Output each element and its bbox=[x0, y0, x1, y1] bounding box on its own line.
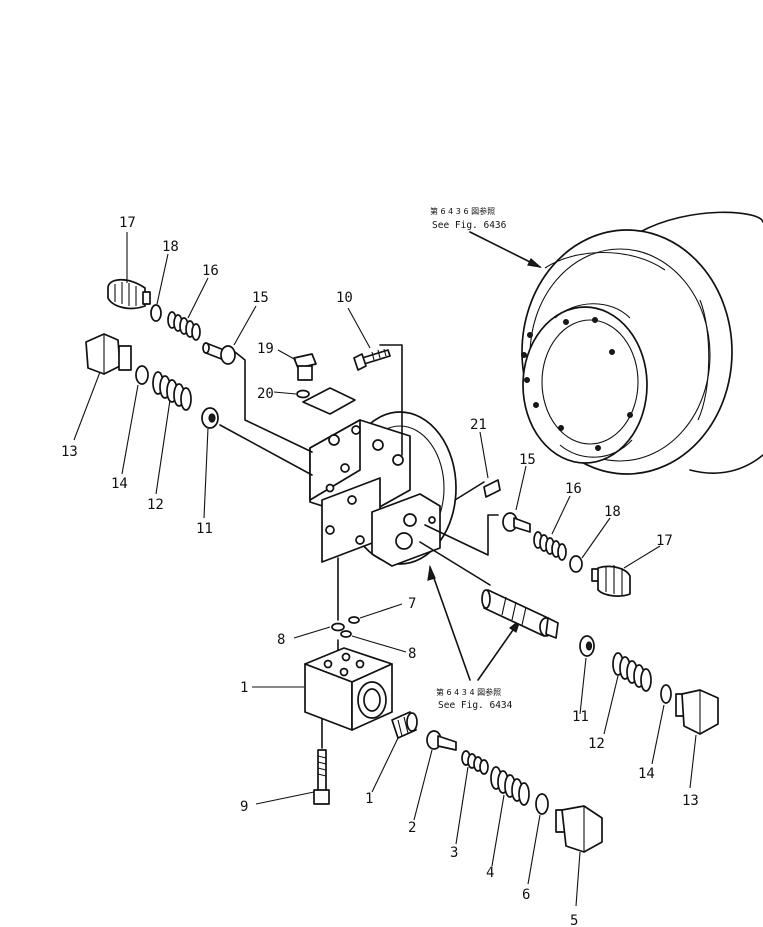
spool bbox=[481, 589, 559, 639]
svg-text:第 6 4 3 6 図参照: 第 6 4 3 6 図参照 bbox=[430, 206, 495, 216]
part-15-poppet-lower bbox=[502, 512, 531, 533]
part-12-spring-upper bbox=[152, 371, 192, 411]
label-3: 3 bbox=[450, 845, 458, 861]
part-17-plug-lower bbox=[591, 565, 631, 597]
part-15-poppet-upper bbox=[202, 342, 236, 365]
part-18-oring-upper bbox=[150, 304, 162, 322]
label-21: 21 bbox=[470, 417, 487, 433]
part-20-oring bbox=[296, 389, 310, 399]
label-12-right: 12 bbox=[588, 736, 605, 752]
label-16-right: 16 bbox=[565, 481, 582, 497]
label-14-right: 14 bbox=[638, 766, 655, 782]
valve-body-assembly bbox=[309, 411, 457, 567]
reference-label-fig-6434: 第 6 4 3 4 図参照 See Fig. 6434 bbox=[427, 564, 522, 711]
housing-bolt-holes bbox=[520, 317, 633, 452]
label-14: 14 bbox=[111, 476, 128, 492]
svg-text:See Fig. 6434: See Fig. 6434 bbox=[438, 700, 513, 711]
label-8-right: 8 bbox=[408, 646, 416, 662]
svg-text:第 6 4 3 4 図参照: 第 6 4 3 4 図参照 bbox=[436, 687, 501, 697]
label-19: 19 bbox=[257, 341, 274, 357]
part-11-seat-lower bbox=[579, 635, 595, 657]
part-14-oring-lower bbox=[660, 684, 672, 704]
label-18-right: 18 bbox=[604, 504, 621, 520]
label-2: 2 bbox=[408, 820, 416, 836]
label-11-right: 11 bbox=[572, 709, 589, 725]
label-8-left: 8 bbox=[277, 632, 285, 648]
final-drive-housing bbox=[520, 211, 763, 475]
label-10: 10 bbox=[336, 290, 353, 306]
part-5-plug bbox=[555, 805, 603, 853]
label-1-block: 1 bbox=[240, 680, 248, 696]
label-1-piston: 1 bbox=[365, 791, 373, 807]
label-9: 9 bbox=[240, 799, 248, 815]
part-18-oring-lower bbox=[569, 555, 583, 573]
part-1-piston bbox=[391, 711, 418, 739]
label-17: 17 bbox=[119, 215, 136, 231]
part-14-oring-upper bbox=[135, 365, 149, 385]
part-11-seat-upper bbox=[201, 407, 219, 429]
part-9-bolt bbox=[313, 749, 330, 805]
part-10-bolt bbox=[353, 348, 391, 371]
label-4: 4 bbox=[486, 865, 494, 881]
part-16-spring-lower bbox=[533, 531, 567, 561]
label-13: 13 bbox=[61, 444, 78, 460]
part-13-plug-lower bbox=[675, 689, 719, 735]
part-4-spring bbox=[490, 766, 530, 806]
label-12: 12 bbox=[147, 497, 164, 513]
part-number-labels: 17 18 16 15 10 19 20 13 14 12 11 21 15 1… bbox=[61, 215, 699, 927]
part-2-poppet bbox=[426, 730, 457, 751]
label-13-right: 13 bbox=[682, 793, 699, 809]
part-19-plug bbox=[293, 353, 317, 381]
part-13-plug-upper bbox=[85, 333, 132, 375]
label-6: 6 bbox=[522, 887, 530, 903]
oring-7-8-group bbox=[331, 616, 360, 638]
part-21-pin bbox=[483, 479, 501, 498]
label-17-right: 17 bbox=[656, 533, 673, 549]
part-16-spring-upper bbox=[167, 311, 201, 341]
label-7: 7 bbox=[408, 596, 416, 612]
reference-label-fig-6436: 第 6 4 3 6 図参照 See Fig. 6436 bbox=[430, 206, 542, 268]
part-1-valve-block bbox=[304, 647, 393, 731]
label-15: 15 bbox=[252, 290, 269, 306]
leader-lines bbox=[73, 232, 697, 907]
svg-text:See Fig. 6436: See Fig. 6436 bbox=[432, 220, 507, 231]
label-5: 5 bbox=[570, 913, 578, 927]
label-18: 18 bbox=[162, 239, 179, 255]
label-20: 20 bbox=[257, 386, 274, 402]
label-15-right: 15 bbox=[519, 452, 536, 468]
label-11: 11 bbox=[196, 521, 213, 537]
part-17-plug-upper bbox=[107, 278, 151, 310]
part-12-spring-lower bbox=[612, 652, 652, 692]
label-16: 16 bbox=[202, 263, 219, 279]
part-6-oring bbox=[535, 793, 549, 815]
part-3-spring bbox=[461, 750, 489, 775]
